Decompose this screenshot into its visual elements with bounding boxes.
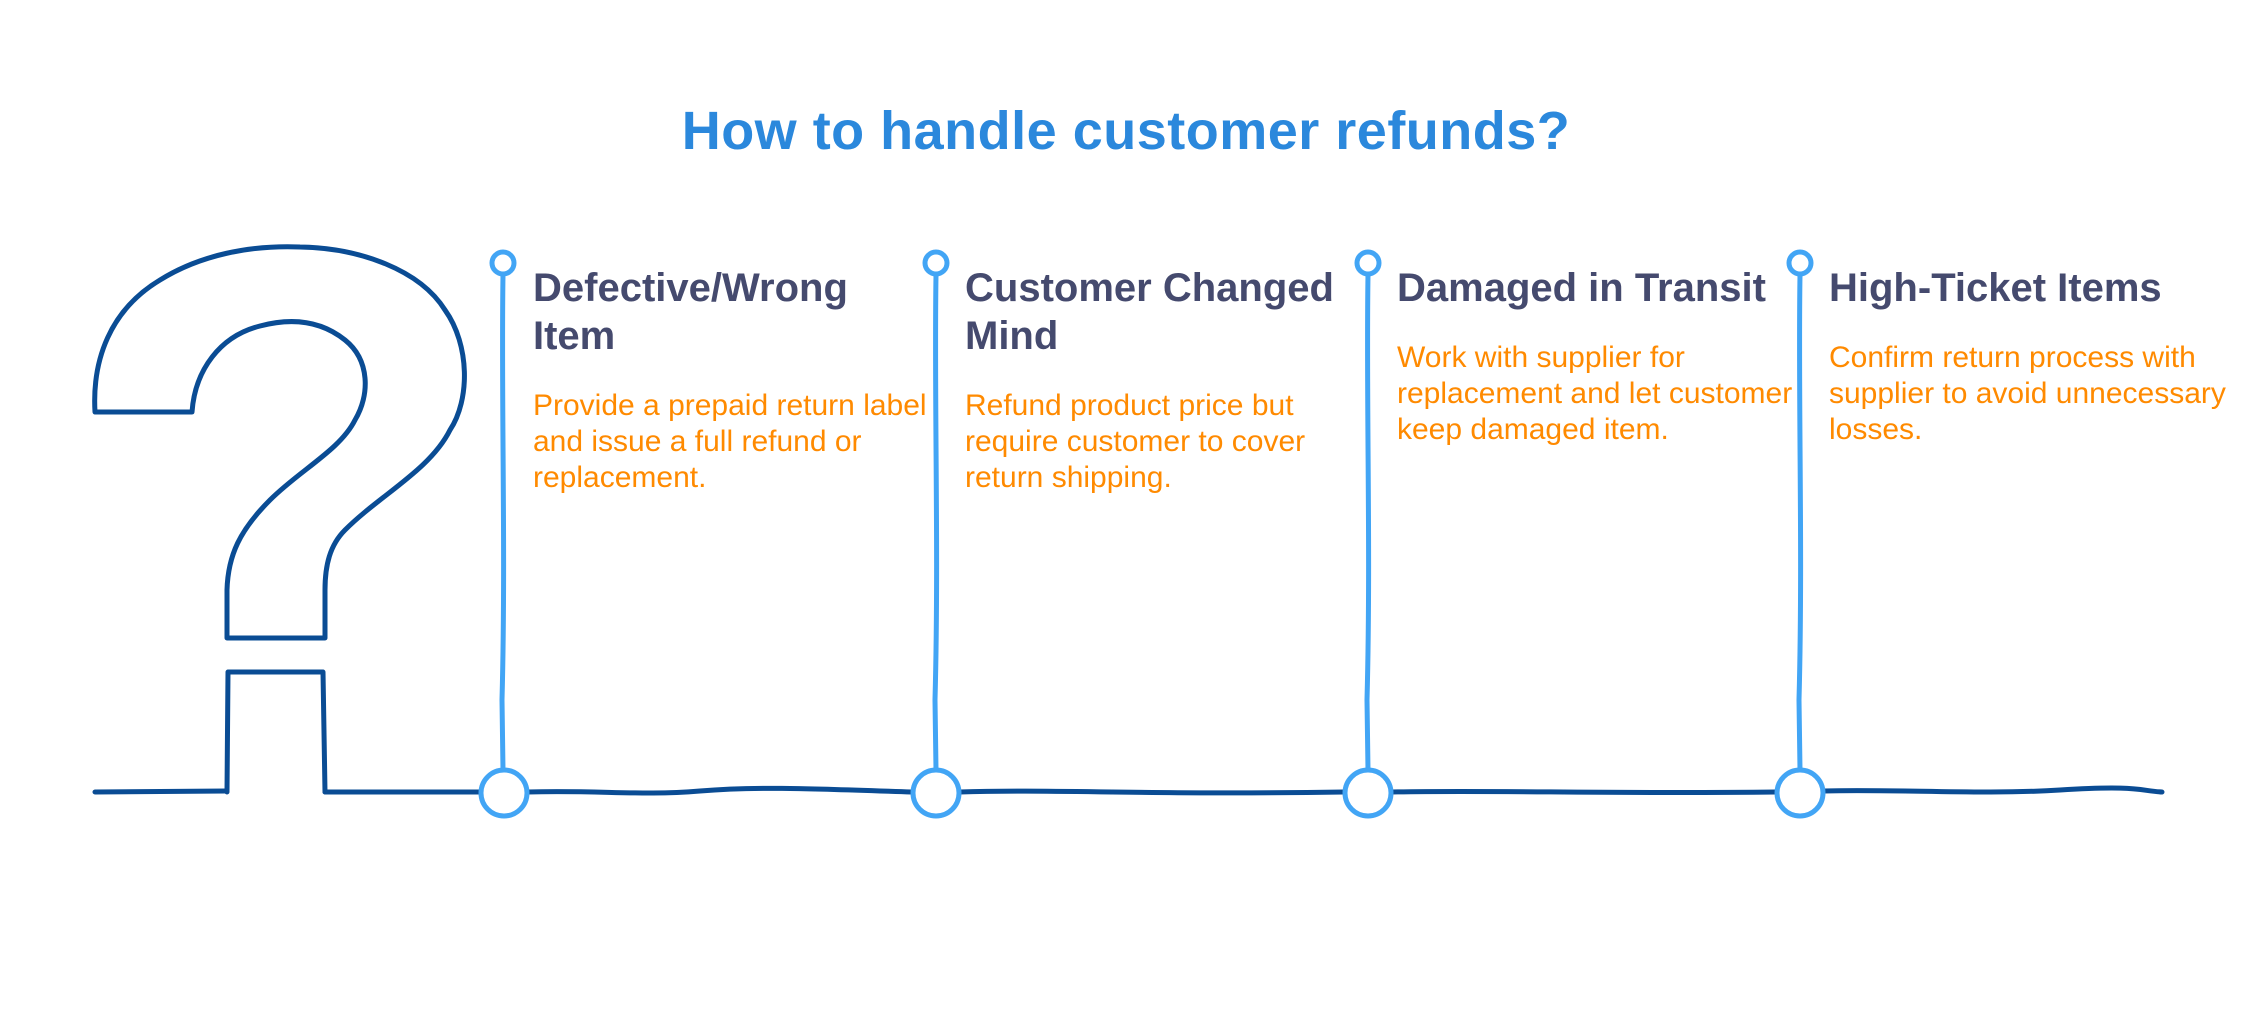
question-mark-icon bbox=[92, 244, 467, 795]
step-card-1: Defective/Wrong Item Provide a prepaid r… bbox=[533, 264, 933, 496]
step-description: Confirm return process with supplier to … bbox=[1829, 341, 2226, 446]
step-description: Work with supplier for replacement and l… bbox=[1397, 341, 1793, 446]
step-heading: Defective/Wrong Item bbox=[533, 266, 848, 358]
step-heading: Damaged in Transit bbox=[1397, 266, 1766, 310]
step-card-4: High-Ticket Items Confirm return process… bbox=[1829, 264, 2229, 448]
timeline-marker-2 bbox=[910, 249, 962, 819]
timeline-marker-3 bbox=[1342, 249, 1394, 819]
step-description: Refund product price but require custome… bbox=[965, 389, 1306, 494]
timeline-marker-4 bbox=[1774, 249, 1826, 819]
step-heading: Customer Changed Mind bbox=[965, 266, 1334, 358]
step-description: Provide a prepaid return label and issue… bbox=[533, 389, 927, 494]
baseline bbox=[92, 785, 2165, 796]
timeline-marker-1 bbox=[478, 249, 530, 819]
step-card-2: Customer Changed Mind Refund product pri… bbox=[965, 264, 1365, 496]
page-title: How to handle customer refunds? bbox=[681, 101, 1571, 161]
step-heading: High-Ticket Items bbox=[1829, 266, 2162, 310]
step-card-3: Damaged in Transit Work with supplier fo… bbox=[1397, 264, 1797, 448]
